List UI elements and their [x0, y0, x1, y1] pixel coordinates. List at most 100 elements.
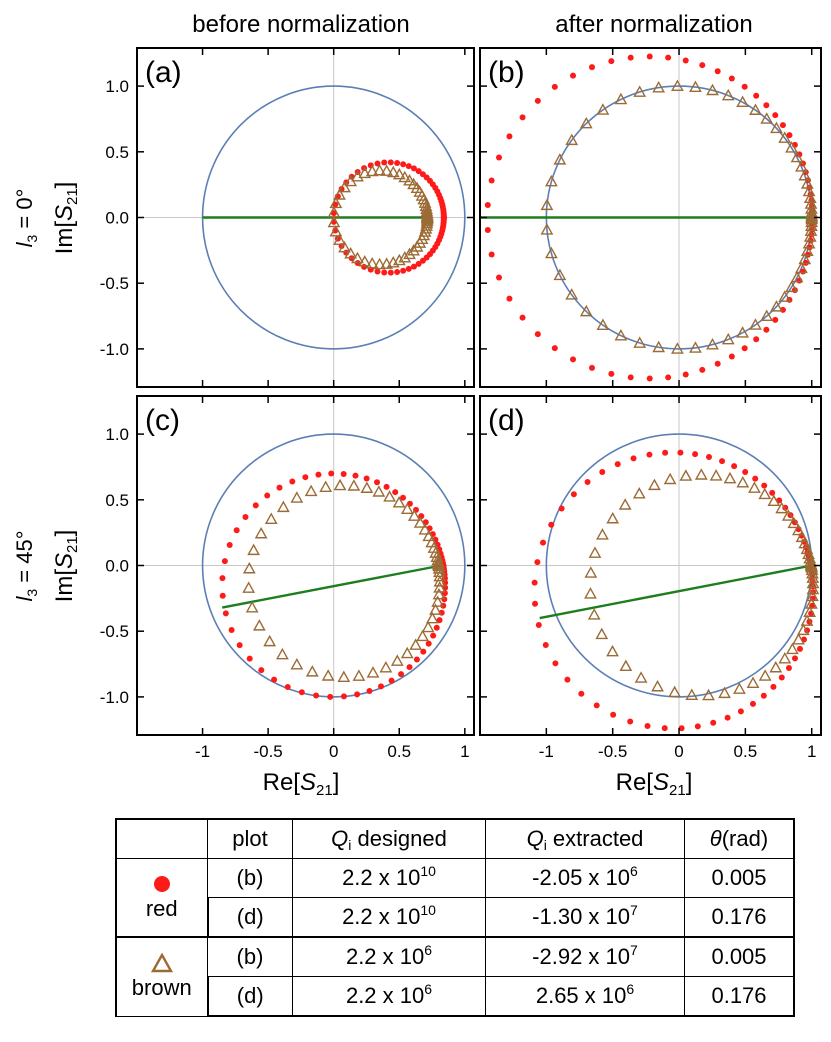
brown-data-point [805, 597, 818, 609]
brown-data-point [634, 671, 648, 683]
red-data-point [548, 521, 555, 528]
red-data-point [222, 610, 229, 617]
cell-designed: 2.2 x 1010 [292, 858, 486, 898]
brown-data-point [633, 85, 647, 97]
cell-extracted: -1.30 x 107 [485, 897, 685, 938]
cell-theta: 0.005 [684, 858, 795, 898]
red-data-point [236, 642, 243, 649]
brown-data-point [553, 268, 567, 281]
brown-data-point [723, 471, 737, 484]
plot-area [137, 396, 474, 735]
red-data-point [313, 692, 320, 699]
brown-data-point [579, 304, 593, 317]
y-axis-label-top: Im[S21] [51, 182, 81, 255]
brown-data-point [614, 328, 628, 341]
red-data-point [770, 683, 777, 690]
table-row: red (b) 2.2 x 1010 -2.05 x 106 0.005 [115, 858, 795, 938]
brown-data-point [778, 131, 792, 143]
brown-data-point [420, 202, 433, 214]
red-data-point [400, 494, 407, 501]
red-data-point [761, 482, 768, 489]
red-data-point [400, 267, 407, 274]
brown-data-point [775, 501, 789, 514]
brown-data-point [805, 208, 819, 221]
header-qi-designed: Qi designed [292, 818, 486, 859]
brown-data-point [545, 174, 558, 187]
brown-data-point [290, 657, 304, 670]
brown-data-point [319, 480, 333, 493]
red-data-point [682, 57, 689, 64]
brown-data-point [596, 318, 610, 330]
brown-data-point [242, 581, 256, 593]
brown-data-point [403, 174, 416, 186]
red-data-point [724, 714, 731, 721]
red-data-point [506, 295, 513, 302]
red-data-point [242, 513, 249, 520]
brown-data-point [804, 197, 818, 209]
brown-data-point [800, 244, 814, 257]
brown-data-point [358, 255, 372, 267]
red-data-point [374, 268, 381, 275]
brown-data-point [347, 479, 361, 491]
brown-data-point [373, 163, 386, 176]
brown-data-point [694, 468, 708, 480]
red-data-point [219, 575, 226, 582]
x-tick-label: -1 [195, 742, 210, 761]
brown-data-point [689, 80, 702, 92]
brown-data-point [709, 469, 723, 481]
brown-data-point [767, 494, 781, 507]
red-data-point [714, 68, 721, 75]
red-data-point [578, 690, 585, 697]
brown-data-point [338, 240, 351, 253]
brown-data-point [398, 170, 412, 183]
column-title-right: after normalization [555, 11, 752, 38]
brown-data-point [290, 491, 304, 503]
red-data-point [352, 472, 359, 479]
red-data-point [552, 660, 559, 667]
brown-data-point [806, 567, 819, 579]
red-data-point [710, 719, 717, 726]
red-data-point [534, 559, 541, 566]
brown-data-point [758, 669, 772, 681]
cell-plot: (b) [207, 936, 293, 977]
red-data-point [258, 667, 265, 674]
cell-plot: (d) [206, 897, 293, 938]
brown-data-point [398, 250, 412, 263]
red-data-point [488, 177, 495, 184]
red-data-point [535, 621, 542, 628]
x-axis-label-right: Re[S21] [616, 769, 693, 799]
plot-area [480, 396, 821, 735]
red-data-point [415, 168, 422, 175]
brown-data-point [407, 244, 420, 256]
panel-b: (b) [479, 47, 822, 388]
red-data-point [661, 725, 668, 732]
red-data-point [363, 475, 370, 482]
brown-data-point [584, 566, 598, 578]
legend-brown: brown [115, 936, 208, 1017]
x-tick-label: -0.5 [598, 742, 627, 761]
brown-data-point [736, 476, 750, 488]
red-data-point [226, 542, 233, 549]
brown-data-point [679, 469, 693, 481]
red-data-point [532, 600, 539, 607]
brown-data-point [400, 646, 414, 659]
red-data-point [383, 483, 390, 490]
red-data-point [608, 58, 615, 65]
row-var: l [12, 596, 37, 602]
red-dot-icon [153, 875, 170, 892]
cell-theta: 0.176 [684, 976, 795, 1017]
red-data-point [588, 64, 595, 71]
brown-data-point [433, 565, 446, 578]
panels: 1.00.50.0-0.5-1.0(a)(b)1.00.50.0-0.5-1.0… [100, 47, 822, 761]
brown-data-point [596, 103, 610, 115]
brown-data-point [770, 300, 783, 312]
brown-data-point [633, 336, 647, 348]
red-data-point [802, 259, 809, 266]
cell-theta: 0.176 [684, 897, 795, 938]
red-data-point [246, 655, 253, 662]
row-sub: 3 [24, 589, 40, 597]
red-data-point [381, 269, 388, 276]
red-data-point [366, 687, 373, 694]
y-tick-label: 0.0 [105, 209, 129, 228]
red-data-point [413, 656, 420, 663]
